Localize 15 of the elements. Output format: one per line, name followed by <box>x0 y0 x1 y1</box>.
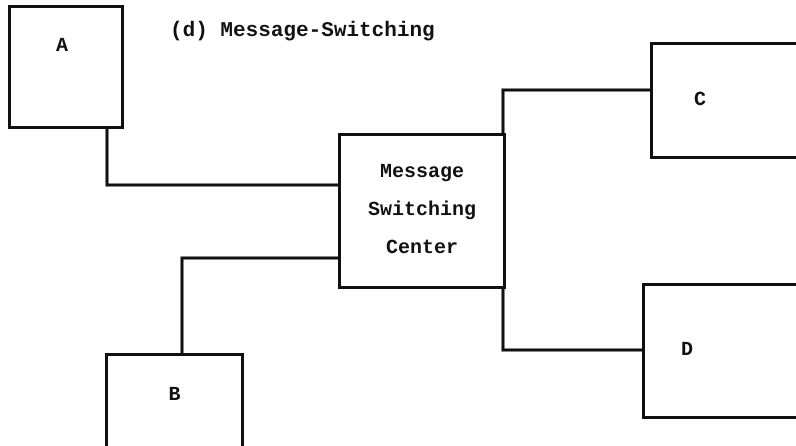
connector-line <box>106 129 338 186</box>
diagram-title: (d) Message-Switching <box>170 20 435 43</box>
station-box <box>642 283 796 419</box>
node-label: A <box>56 34 68 60</box>
node-label: B <box>168 383 180 409</box>
node-label: Message Switching Center <box>366 160 478 262</box>
node-label: C <box>694 88 706 114</box>
station-box <box>338 133 506 289</box>
station-box <box>105 353 244 446</box>
connector-line <box>180 256 338 353</box>
node-label: D <box>680 338 693 364</box>
connector-line <box>502 88 650 133</box>
station-box <box>650 42 796 159</box>
station-box <box>8 5 124 129</box>
connector-line <box>502 289 642 352</box>
